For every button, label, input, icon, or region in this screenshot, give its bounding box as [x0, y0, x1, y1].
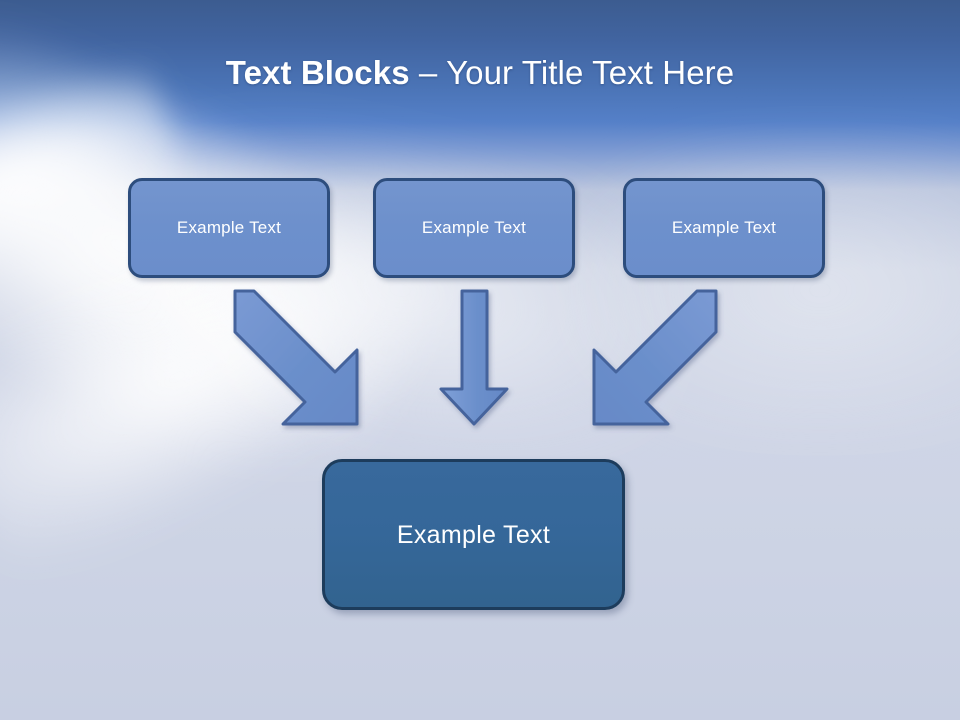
text-block-result[interactable]: Example Text [322, 459, 625, 610]
text-block-1[interactable]: Example Text [128, 178, 330, 278]
arrow-middle-vertical[interactable] [439, 289, 509, 426]
slide-title: Text Blocks – Your Title Text Here [0, 52, 960, 94]
text-block-3[interactable]: Example Text [623, 178, 825, 278]
text-block-2[interactable]: Example Text [373, 178, 575, 278]
text-block-1-label: Example Text [176, 218, 282, 237]
slide-title-separator: – [409, 54, 447, 91]
arrow-left-diagonal[interactable] [233, 289, 359, 426]
slide-title-strong: Text Blocks [225, 54, 410, 91]
arrow-right-diagonal[interactable] [592, 289, 718, 426]
text-block-3-label: Example Text [671, 218, 777, 237]
text-block-2-label: Example Text [421, 218, 527, 237]
slide-title-light: Your Title Text Here [446, 54, 735, 91]
text-block-result-label: Example Text [396, 520, 551, 549]
